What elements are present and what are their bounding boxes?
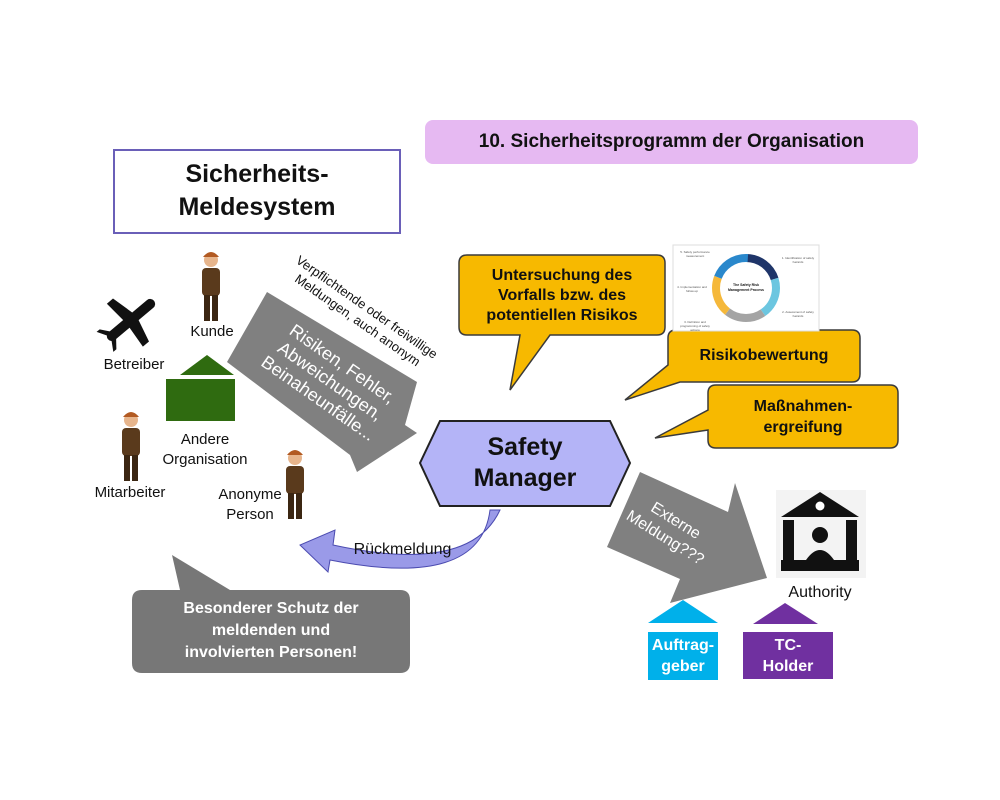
auftraggeber-box (648, 632, 718, 680)
label-mitarbeiter: Mitarbeiter (94, 484, 166, 501)
report-arrow (227, 292, 417, 472)
authority-label: Authority (788, 584, 852, 601)
organisation-house-icon (166, 355, 235, 421)
tc-holder-line2: Holder (762, 658, 814, 675)
callout-assessment (624, 329, 861, 401)
auftraggeber-line1: Auftrag- (651, 637, 715, 654)
callout-measures-text: Maßnahmen- ergreifung (708, 396, 898, 438)
person-icon-mitarbeiter (122, 412, 140, 481)
auftraggeber-line2: geber (661, 658, 705, 675)
protection-callout (132, 555, 410, 673)
label-betreiber: Betreiber (103, 356, 165, 373)
program-title: 10. Sicherheitsprogramm der Organisation (478, 131, 865, 152)
protection-line1: Besonderer Schutz der (183, 600, 359, 617)
external-report-arrow (607, 472, 767, 603)
person-icon-kunde (202, 252, 220, 321)
protection-line3: involvierten Personen! (184, 644, 358, 661)
process-step-5: 5. Safety performance measurement (680, 250, 710, 258)
label-person: Person (226, 506, 274, 523)
tc-holder-line1: TC- (774, 637, 802, 654)
tc-holder-label: TC- Holder (743, 635, 833, 677)
feedback-label: Rückmeldung (353, 541, 452, 558)
process-step-2: 2. Assessment of safety hazards (782, 310, 814, 318)
system-title-box (113, 149, 401, 234)
feedback-arrow (299, 509, 501, 574)
process-center-line1: The Safety Risk (732, 283, 760, 287)
safety-manager-line1: Safety (487, 433, 563, 461)
label-andere: Andere (180, 431, 230, 448)
process-step-1: 1. Identification of safety hazards (781, 256, 815, 264)
person-icon-anonyme-person (286, 450, 304, 519)
process-step-4: 4. Implementation and follow-up (677, 285, 707, 293)
auftraggeber-triangle (648, 600, 718, 623)
investigation-line3: potentiellen Risikos (486, 307, 638, 324)
process-image-center: The Safety Risk Management Process (716, 283, 776, 293)
tc-holder-triangle (753, 603, 818, 624)
label-anonyme: Anonyme (218, 486, 282, 503)
callout-investigation-text: Untersuchung des Vorfalls bzw. des poten… (459, 266, 665, 326)
safety-manager-line2: Manager (473, 464, 577, 492)
safety-manager-label: Safety Manager (420, 432, 630, 494)
protection-note: Besonderer Schutz der meldenden und invo… (132, 598, 410, 664)
callout-assessment-text: Risikobewertung (699, 347, 829, 364)
system-title-line1: Sicherheits- (185, 160, 329, 188)
measures-line1: Maßnahmen- (753, 398, 853, 415)
label-organisation: Organisation (162, 451, 248, 468)
label-anonyme-person: Anonyme Person (205, 485, 295, 525)
authority-building-icon (776, 490, 866, 578)
label-kunde: Kunde (190, 323, 234, 340)
investigation-line2: Vorfalls bzw. des (497, 287, 627, 304)
label-andere-organisation: Andere Organisation (150, 430, 260, 470)
risk-process-image (672, 244, 820, 332)
program-title-box (425, 120, 918, 164)
process-step-3: 3. Definition and programming of safety … (680, 320, 710, 332)
callout-investigation (458, 254, 666, 391)
auftraggeber-label: Auftrag- geber (648, 635, 718, 677)
tc-holder-box (743, 632, 833, 679)
airplane-icon (96, 298, 156, 352)
system-title: Sicherheits- Meldesystem (114, 158, 400, 224)
callout-measures (654, 384, 899, 449)
investigation-line1: Untersuchung des (491, 267, 633, 284)
protection-line2: meldenden und (211, 622, 331, 639)
measures-line2: ergreifung (763, 419, 843, 436)
system-title-line2: Meldesystem (178, 193, 336, 221)
safety-manager-hexagon (418, 420, 632, 507)
process-center-line2: Management Process (728, 288, 764, 292)
